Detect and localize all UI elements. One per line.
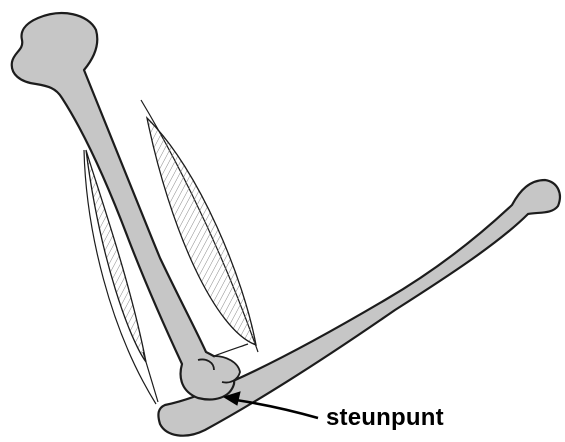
pivot-label: steunpunt: [326, 404, 444, 432]
